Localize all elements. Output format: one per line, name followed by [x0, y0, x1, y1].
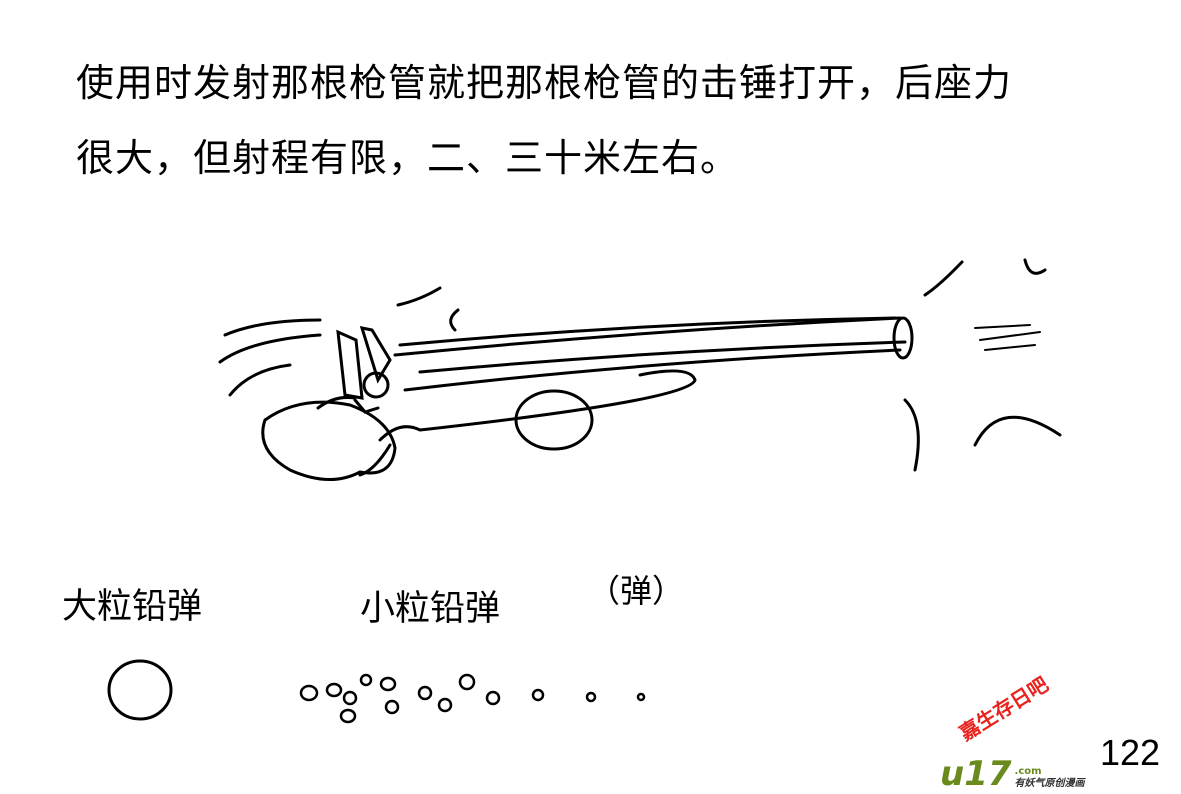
small-shot-label: 小粒铅弹 [360, 589, 501, 629]
large-shot-pellet [107, 659, 173, 721]
page-number: 122 [1100, 732, 1161, 773]
caption-line-1: 使用时发射那根枪管就把那根枪管的击锤打开，后座力 [76, 61, 1013, 105]
logo-text: u17 [940, 754, 1012, 794]
u17-watermark-logo: u17 .com 有妖气原创漫画 [940, 754, 1085, 794]
small-shot-pellets [299, 673, 646, 724]
caption-line-2: 很大，但射程有限，二、三十米左右。 [76, 136, 740, 180]
shotgun-drawing [218, 258, 1062, 482]
bullet-label: （弹） [588, 572, 685, 610]
logo-slogan: 有妖气原创漫画 [1014, 778, 1085, 789]
logo-domain: .com [1014, 766, 1042, 777]
large-shot-label: 大粒铅弹 [62, 587, 203, 627]
